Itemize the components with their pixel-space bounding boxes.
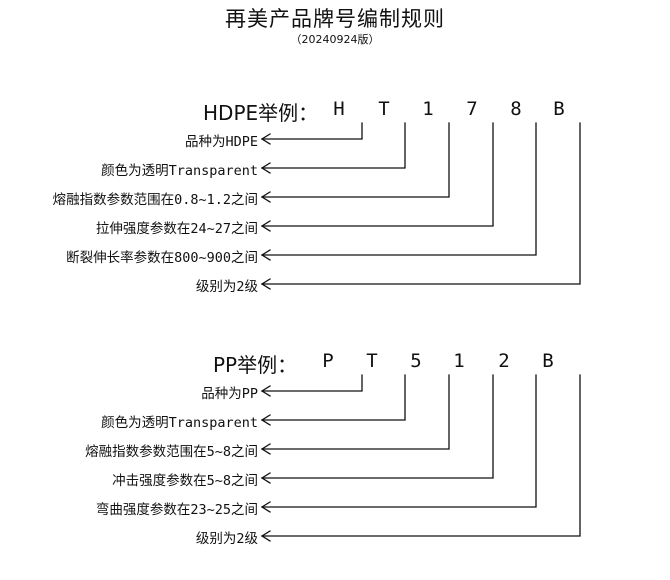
hdpe-code-char-4: 7 <box>466 98 478 120</box>
hdpe-arrowhead-5 <box>260 249 271 261</box>
hdpe-connector-4 <box>261 122 494 227</box>
hdpe-arrowhead-2 <box>260 162 271 174</box>
pp-connector-3 <box>261 374 450 450</box>
hdpe-label-melt-index: 熔融指数参数范围在0.8~1.2之间 <box>52 192 258 208</box>
pp-connector-5 <box>261 374 537 508</box>
pp-code-char-2: T <box>366 350 378 372</box>
hdpe-label-elongation: 断裂伸长率参数在800~900之间 <box>66 250 258 266</box>
hdpe-label-tensile-strength: 拉伸强度参数在24~27之间 <box>95 221 258 237</box>
pp-label-grade: 级别为2级 <box>195 531 258 547</box>
pp-label-variety: 品种为PP <box>201 386 258 402</box>
hdpe-connector-5 <box>261 122 537 256</box>
pp-label-melt-index: 熔融指数参数范围在5~8之间 <box>85 444 258 460</box>
pp-code-char-3: 5 <box>410 350 422 372</box>
hdpe-code-char-5: 8 <box>510 98 522 120</box>
pp-label-flexural-strength: 弯曲强度参数在23~25之间 <box>95 502 258 518</box>
pp-code-char-6: B <box>542 350 554 372</box>
pp-connector-2 <box>261 374 406 421</box>
page-subtitle: （20240924版） <box>290 33 380 46</box>
hdpe-code-char-3: 1 <box>422 98 434 120</box>
hdpe-connector-2 <box>261 122 406 169</box>
hdpe-arrowhead-4 <box>260 220 271 232</box>
hdpe-arrowhead-3 <box>260 191 271 203</box>
hdpe-label-grade: 级别为2级 <box>195 279 258 295</box>
pp-arrowhead-1 <box>260 385 271 397</box>
pp-connector-4 <box>261 374 494 479</box>
hdpe-code-char-6: B <box>553 98 565 120</box>
hdpe-code-char-2: T <box>378 98 390 120</box>
pp-arrowhead-3 <box>260 443 271 455</box>
pp-connector-6 <box>261 374 581 537</box>
pp-connector-1 <box>261 374 363 392</box>
hdpe-code-char-1: H <box>333 98 345 120</box>
hdpe-connector-3 <box>261 122 450 198</box>
pp-arrowhead-4 <box>260 472 271 484</box>
pp-code-char-4: 1 <box>453 350 465 372</box>
hdpe-label-color: 颜色为透明Transparent <box>101 163 258 179</box>
hdpe-label-variety: 品种为HDPE <box>184 134 258 150</box>
pp-code-char-1: P <box>322 350 334 372</box>
page-title: 再美产品牌号编制规则 <box>225 7 445 31</box>
pp-code-char-5: 2 <box>498 350 510 372</box>
pp-arrowhead-6 <box>260 530 271 542</box>
hdpe-connector-6 <box>261 122 581 285</box>
hdpe-example-heading: HDPE举例： <box>203 101 319 125</box>
pp-example-heading: PP举例： <box>213 353 298 377</box>
pp-arrowhead-5 <box>260 501 271 513</box>
hdpe-arrowhead-6 <box>260 278 271 290</box>
pp-arrowhead-2 <box>260 414 271 426</box>
hdpe-arrowhead-1 <box>260 133 271 145</box>
pp-label-color: 颜色为透明Transparent <box>101 415 258 431</box>
hdpe-connector-1 <box>261 122 363 140</box>
pp-label-impact-strength: 冲击强度参数在5~8之间 <box>112 473 258 489</box>
